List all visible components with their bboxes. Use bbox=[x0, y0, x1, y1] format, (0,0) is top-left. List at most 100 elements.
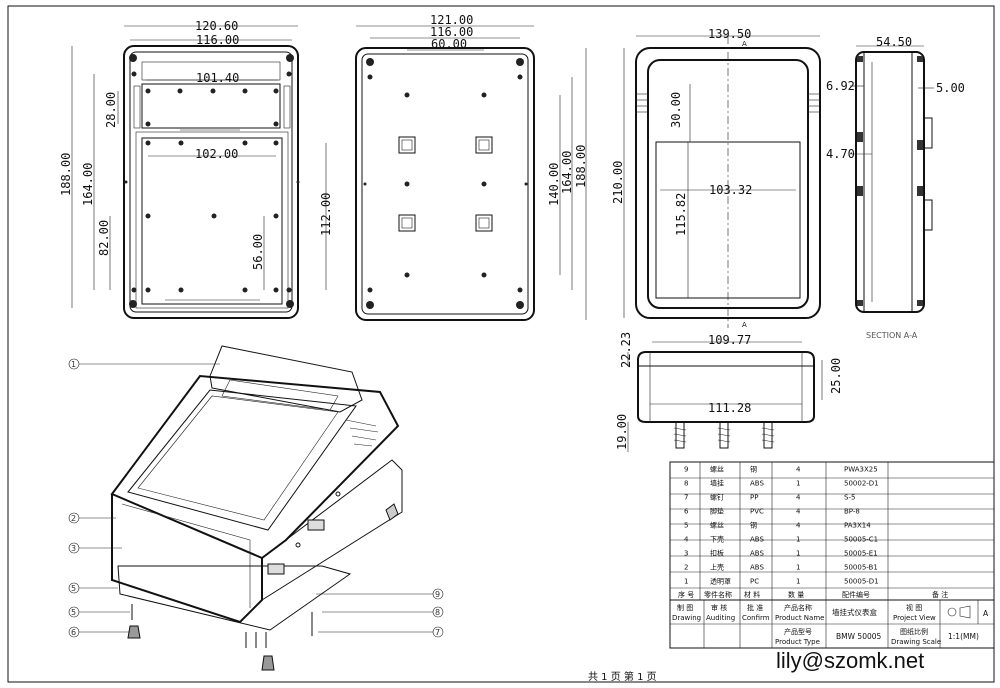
bom-cell-material: PC bbox=[750, 578, 759, 586]
section-mark-bottom: A bbox=[742, 321, 747, 329]
bom-cell-code: PA3X14 bbox=[844, 522, 871, 530]
tb-view-mark: A bbox=[983, 609, 989, 618]
front-view: 120.60 116.00 101.40 28.00 102.00 188.00… bbox=[59, 19, 333, 319]
bom-cell-code: 50005-B1 bbox=[844, 564, 878, 572]
dim-front-window-width: 101.40 bbox=[196, 71, 239, 85]
projection-symbol-icon bbox=[947, 607, 957, 617]
bom-cell-code: S-5 bbox=[844, 494, 855, 502]
bom-cell-qty: 1 bbox=[796, 550, 800, 558]
bom-cell-qty: 1 bbox=[796, 578, 800, 586]
isometric-exploded-view: 1 2 3 5 5 6 9 8 7 bbox=[68, 345, 444, 671]
bom-cell-no: 2 bbox=[684, 564, 688, 572]
dim-front-width-outer: 120.60 bbox=[195, 19, 238, 33]
bom-cell-no: 8 bbox=[684, 480, 688, 488]
bom-row: 5 螺丝 钢 4 PA3X14 bbox=[684, 521, 871, 530]
tb-auditing-en: Auditing bbox=[706, 614, 735, 622]
bom-cell-qty: 4 bbox=[796, 522, 801, 530]
tb-drawing-en: Drawing bbox=[672, 614, 701, 622]
dim-front-display-width: 102.00 bbox=[195, 147, 238, 161]
section-mark-top: A bbox=[742, 40, 747, 48]
page-count: 共 1 页 第 1 页 bbox=[588, 672, 657, 683]
dim-front-height-holes: 164.00 bbox=[81, 163, 95, 206]
dim-side-window-width: 103.32 bbox=[709, 183, 752, 197]
callout-3: 3 bbox=[71, 544, 76, 553]
bom-cell-material: 钢 bbox=[750, 521, 757, 530]
bom-cell-name: 上壳 bbox=[710, 563, 724, 572]
bom-header-name: 零件名称 bbox=[704, 590, 732, 599]
bom-cell-qty: 1 bbox=[796, 480, 800, 488]
bom-cell-material: ABS bbox=[750, 550, 764, 558]
tb-pname-cn: 产品名称 bbox=[784, 603, 812, 612]
callout-5a: 5 bbox=[71, 584, 76, 593]
dim-side-height: 210.00 bbox=[611, 161, 625, 204]
dim-front-lower-holes: 82.00 bbox=[97, 220, 111, 256]
bom-cell-code: BP-8 bbox=[844, 508, 860, 516]
bom-cell-material: ABS bbox=[750, 564, 764, 572]
callout-2: 2 bbox=[71, 514, 76, 523]
bom-cell-name: 下壳 bbox=[710, 535, 724, 544]
bom-header-no: 序 号 bbox=[678, 590, 694, 599]
dim-section-wall: 6.92 bbox=[826, 79, 855, 93]
bom-cell-qty: 4 bbox=[796, 466, 801, 474]
tb-scale-cn: 图纸比例 bbox=[900, 627, 928, 636]
section-view: 54.50 6.92 5.00 4.70 SECTION A-A bbox=[826, 35, 965, 340]
callout-6: 6 bbox=[71, 628, 76, 637]
tb-confirm-cn: 批 准 bbox=[747, 603, 763, 612]
side-view: 139.50 30.00 103.32 115.82 210.00 A A bbox=[611, 27, 821, 329]
back-view: 121.00 116.00 60.00 140.00 164.00 188.00 bbox=[355, 13, 588, 321]
bom-cell-name: 墙挂 bbox=[710, 479, 724, 488]
bom-cell-code: 50005-D1 bbox=[844, 578, 879, 586]
dim-back-height-inner: 140.00 bbox=[547, 163, 561, 206]
tb-pname-value: 墙挂式仪表盒 bbox=[832, 607, 877, 617]
dim-back-height-holes: 164.00 bbox=[560, 151, 574, 194]
tb-confirm-en: Confirm bbox=[742, 614, 770, 622]
section-label: SECTION A-A bbox=[866, 331, 918, 340]
callout-8: 8 bbox=[435, 608, 440, 617]
tb-view-en: Project View bbox=[893, 614, 936, 622]
tb-ptype-cn: 产品型号 bbox=[784, 627, 812, 636]
tb-drawing-cn: 制 图 bbox=[677, 603, 693, 612]
bom-header-code: 配件编号 bbox=[842, 590, 870, 599]
dim-back-width-holes: 116.00 bbox=[430, 25, 473, 39]
bom-header-material: 材 料 bbox=[744, 590, 760, 599]
dim-front-width-inner: 116.00 bbox=[196, 33, 239, 47]
contact-email: lily@szomk.net bbox=[776, 648, 925, 673]
bom-cell-name: 螺丝 bbox=[710, 465, 724, 474]
dim-bottom-depth: 25.00 bbox=[829, 358, 843, 394]
bom-cell-no: 4 bbox=[684, 536, 689, 544]
dim-front-window-height: 28.00 bbox=[104, 92, 118, 128]
bom-cell-no: 6 bbox=[684, 508, 689, 516]
tb-ptype-en: Product Type bbox=[775, 638, 820, 646]
dim-bottom-width-inner: 109.77 bbox=[708, 333, 751, 347]
bom-cell-name: 螺丝 bbox=[710, 521, 724, 530]
bom-cell-material: 钢 bbox=[750, 465, 757, 474]
tb-scale-value: 1:1(MM) bbox=[948, 632, 979, 641]
bom-cell-name: 螺钉 bbox=[710, 493, 724, 502]
callout-9: 9 bbox=[435, 590, 440, 599]
dim-side-window-height: 115.82 bbox=[674, 193, 688, 236]
dim-side-top: 30.00 bbox=[669, 92, 683, 128]
dim-bottom-width-outer: 111.28 bbox=[708, 401, 751, 415]
dim-back-height-outer: 188.00 bbox=[574, 145, 588, 188]
tb-ptype-value: BMW 50005 bbox=[836, 632, 882, 641]
projection-cone-icon bbox=[959, 605, 971, 619]
drawing-border bbox=[7, 5, 995, 683]
bom-cell-code: 50005-C1 bbox=[844, 536, 878, 544]
dim-front-display-height: 112.00 bbox=[319, 193, 333, 236]
bom-cell-no: 1 bbox=[684, 578, 688, 586]
dim-section-depth: 54.50 bbox=[876, 35, 912, 49]
bom-cell-no: 3 bbox=[684, 550, 688, 558]
bom-cell-material: PP bbox=[750, 494, 758, 502]
dim-bottom-feet: 19.00 bbox=[615, 414, 629, 450]
bom-cell-material: ABS bbox=[750, 536, 764, 544]
dim-section-lip: 5.00 bbox=[936, 81, 965, 95]
bom-cell-name: 扣板 bbox=[710, 549, 724, 558]
callout-5b: 5 bbox=[71, 608, 76, 617]
dim-side-width: 139.50 bbox=[708, 27, 751, 41]
bom-header-remark: 备 注 bbox=[932, 590, 948, 599]
bom-cell-no: 5 bbox=[684, 522, 688, 530]
